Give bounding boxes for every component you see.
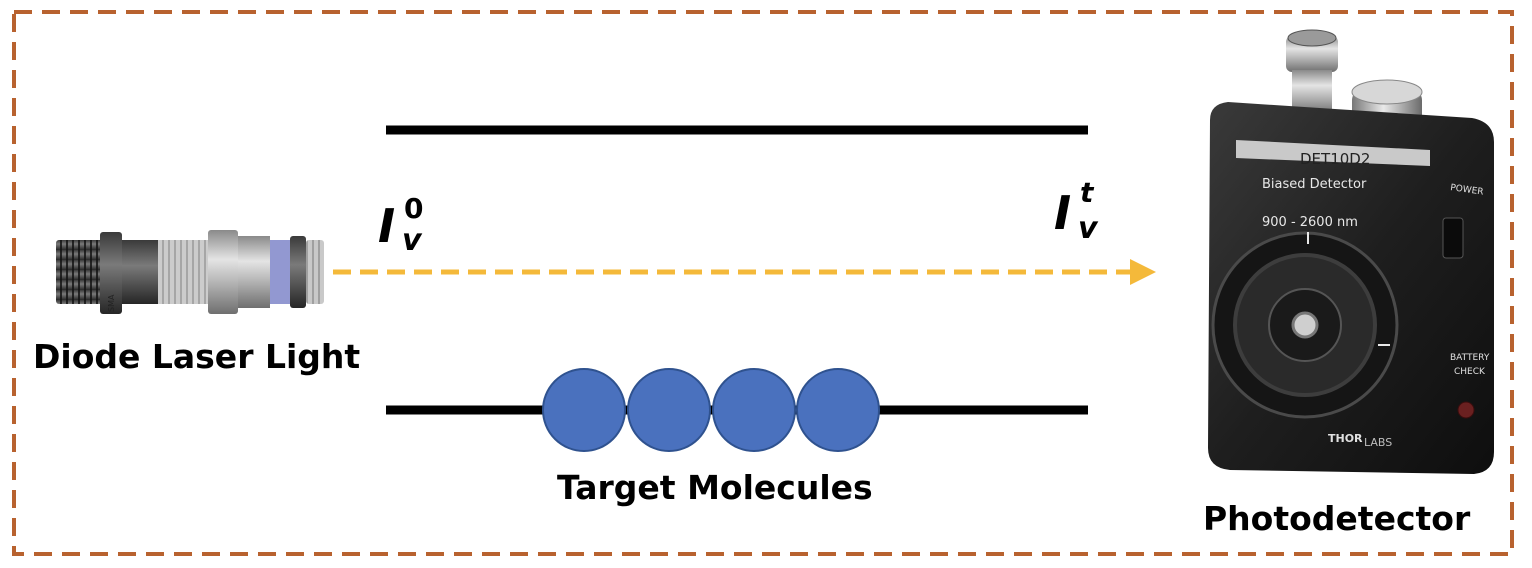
transmitted-intensity: I t v bbox=[1054, 176, 1099, 246]
diode-laser-device: SMA bbox=[56, 230, 324, 314]
molecule-2 bbox=[627, 368, 711, 452]
molecule-1 bbox=[542, 368, 626, 452]
transmitted-intensity-base: I bbox=[1054, 186, 1071, 240]
brand-b: LABS bbox=[1364, 436, 1392, 449]
detector-type: Biased Detector bbox=[1262, 177, 1367, 192]
detector-label: Photodetector bbox=[1203, 499, 1471, 538]
transmitted-intensity-sup: t bbox=[1080, 176, 1095, 209]
detector-model: DET10D2 bbox=[1300, 150, 1370, 168]
transmitted-intensity-sub: v bbox=[1078, 211, 1099, 246]
power-switch bbox=[1442, 217, 1464, 259]
brand-a: THOR bbox=[1328, 432, 1363, 445]
laser-beam bbox=[333, 259, 1156, 285]
molecule-3 bbox=[712, 368, 796, 452]
beam-arrowhead-icon bbox=[1130, 259, 1156, 285]
photodetector-device: DET10D2 Biased Detector 900 - 2600 nm PO… bbox=[1208, 29, 1494, 474]
incident-intensity: I 0 v bbox=[378, 192, 423, 258]
incident-intensity-sub: v bbox=[402, 223, 423, 258]
molecule-4 bbox=[796, 368, 880, 452]
power-label: POWER bbox=[1450, 183, 1484, 198]
detector-lens bbox=[1291, 311, 1319, 339]
battery-label-1: BATTERY bbox=[1450, 353, 1490, 363]
laser-label: Diode Laser Light bbox=[33, 337, 360, 376]
laser-engraving: SMA bbox=[107, 294, 116, 312]
incident-intensity-base: I bbox=[378, 199, 395, 253]
battery-label-2: CHECK bbox=[1454, 367, 1486, 377]
molecules-label: Target Molecules bbox=[557, 468, 873, 507]
battery-check-button bbox=[1457, 401, 1475, 419]
detector-range: 900 - 2600 nm bbox=[1262, 215, 1358, 230]
frame-border bbox=[12, 10, 1514, 556]
incident-intensity-sup: 0 bbox=[404, 192, 423, 225]
target-molecules bbox=[542, 368, 880, 452]
